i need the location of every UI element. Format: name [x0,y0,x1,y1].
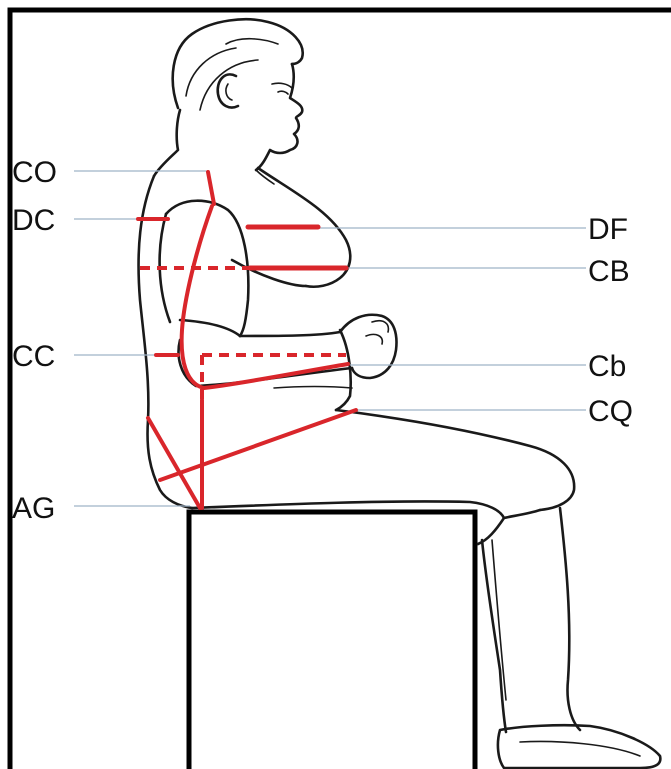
measure-co [208,172,214,204]
label-co: CO [12,156,57,189]
label-ag: AG [12,492,55,525]
label-dc: DC [12,204,55,237]
seat-box-icon [189,512,475,769]
label-cc: CC [12,340,55,373]
measure-cq [160,410,356,480]
measure-hip [148,418,200,508]
measurement-lines [138,172,356,508]
label-cb-lower: Cb [588,350,626,383]
leader-lines [74,171,586,506]
label-cq: CQ [588,395,633,428]
label-cb: CB [588,255,630,288]
label-df: DF [588,213,628,246]
measure-arm [182,206,348,388]
